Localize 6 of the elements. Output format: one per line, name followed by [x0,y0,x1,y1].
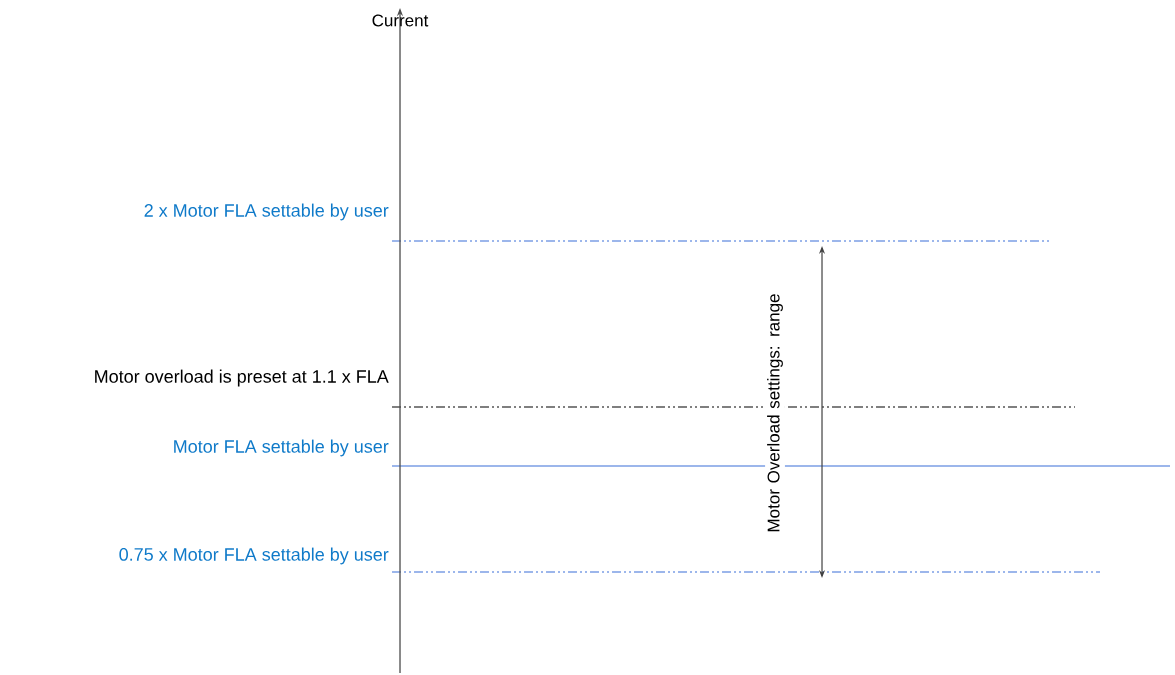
level-label: 2 x Motor FLA settable by user [144,203,389,221]
level-label: 0.75 x Motor FLA settable by user [119,547,389,565]
level-label: Motor FLA settable by user [174,439,389,457]
range-label: Motor Overload settings: range [765,286,785,540]
axis-label: Current [372,14,429,27]
level-label: Motor overload is preset at 1.1 x FLA [95,369,389,387]
